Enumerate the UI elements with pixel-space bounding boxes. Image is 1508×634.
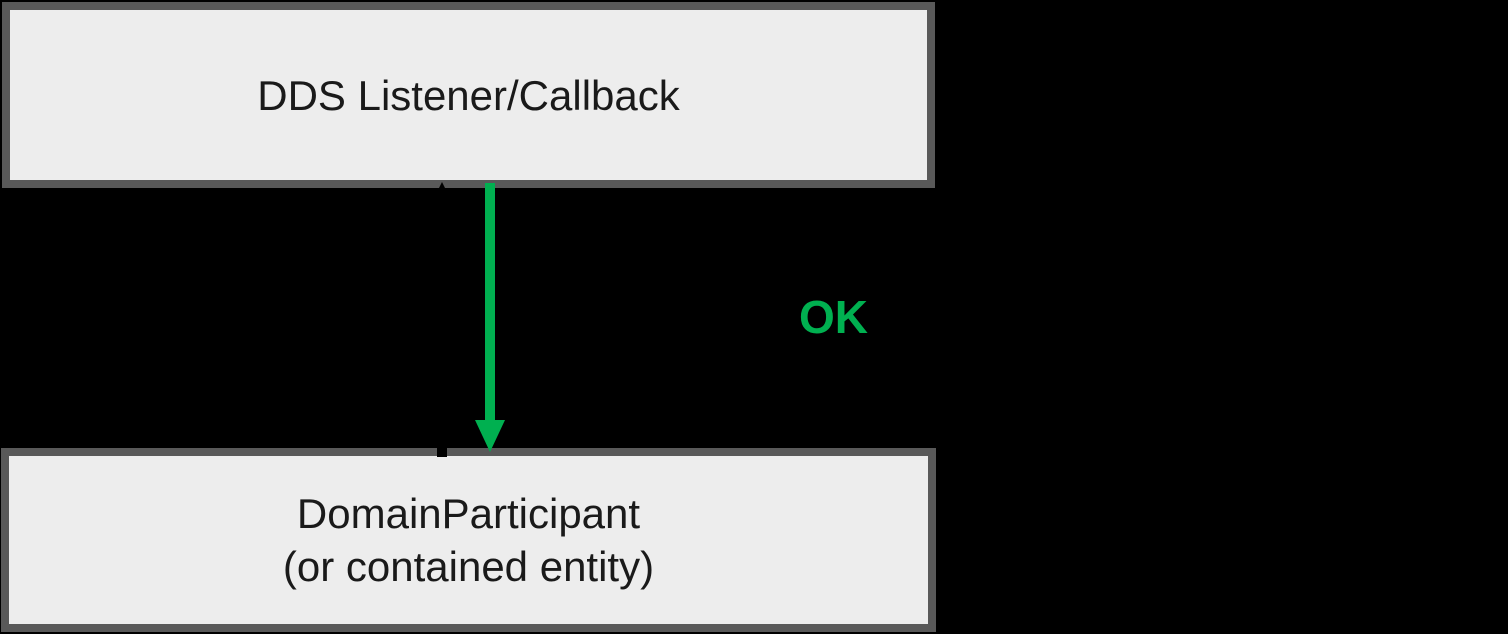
node-domain-participant-label-line1: DomainParticipant <box>296 490 641 537</box>
callback-arrow-up-shaft <box>437 210 447 457</box>
callback-arrow-up <box>427 182 457 457</box>
ok-arrow-down-shaft <box>485 183 495 422</box>
ok-arrow-down <box>475 183 505 452</box>
node-dds-listener-callback-label: DDS Listener/Callback <box>257 71 680 119</box>
node-domain-participant-label-line2: (or contained entity) <box>282 543 655 590</box>
ok-label: OK <box>799 291 868 343</box>
node-dds-listener-callback: DDS Listener/Callback <box>2 2 935 188</box>
node-domain-participant: DomainParticipant (or contained entity) <box>1 448 936 632</box>
